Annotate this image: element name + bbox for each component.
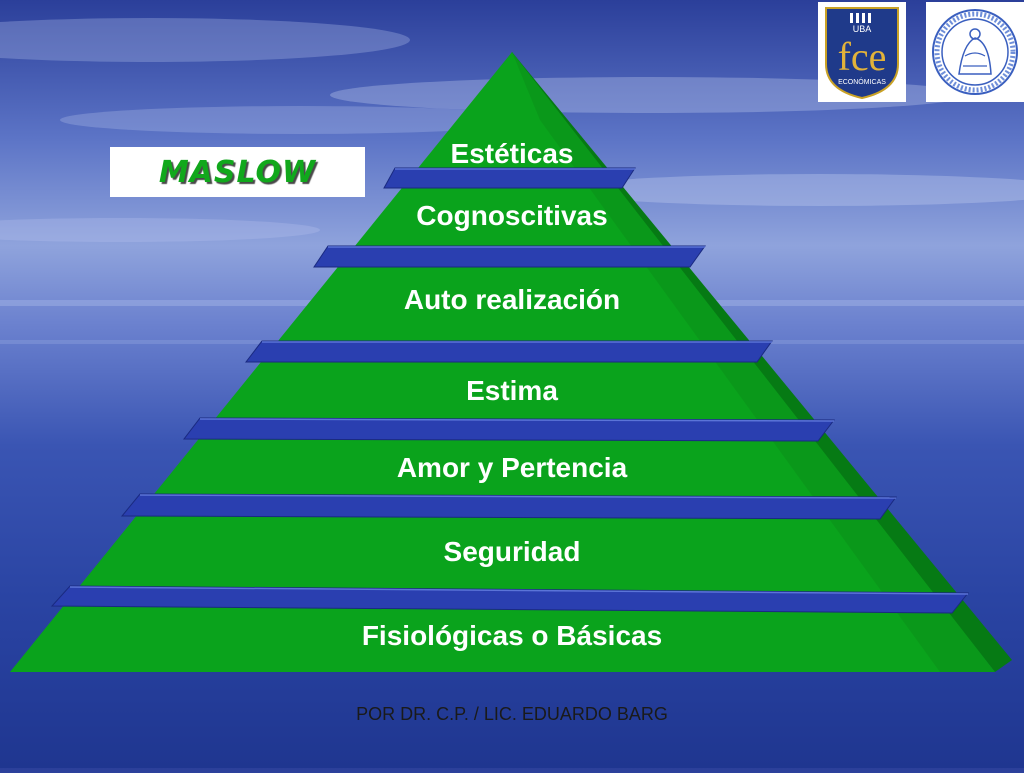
level-esteticas: Estéticas (450, 138, 574, 169)
level-cognoscitivas: Cognoscitivas (416, 200, 608, 231)
separator-3 (244, 340, 773, 363)
separator-4 (182, 417, 836, 442)
footer-author: POR DR. C.P. / LIC. EDUARDO BARG (356, 704, 668, 724)
pyramid-side-shade (510, 52, 1012, 672)
university-seal-icon (932, 9, 1018, 95)
fce-logo: UBA fce ECONÓMICAS (818, 2, 906, 102)
level-amor-y-pertencia: Amor y Pertencia (396, 452, 628, 483)
level-auto-realizacion: Auto realización (403, 284, 621, 315)
title-box: MASLOW (110, 147, 365, 197)
slide-title: MASLOW (158, 154, 317, 190)
fce-logo-sub-text: ECONÓMICAS (838, 77, 886, 86)
fce-logo-main-text: fce (838, 34, 887, 79)
uba-seal-logo (926, 2, 1024, 102)
fce-shield-icon: UBA fce ECONÓMICAS (825, 7, 899, 100)
separator-1 (383, 167, 636, 189)
separator-2 (313, 245, 706, 268)
fce-logo-top-text: UBA (853, 24, 872, 34)
level-fisiologicas: Fisiológicas o Básicas (361, 620, 663, 651)
separator-5 (120, 493, 897, 520)
level-seguridad: Seguridad (443, 536, 581, 567)
level-estima: Estima (466, 375, 558, 406)
